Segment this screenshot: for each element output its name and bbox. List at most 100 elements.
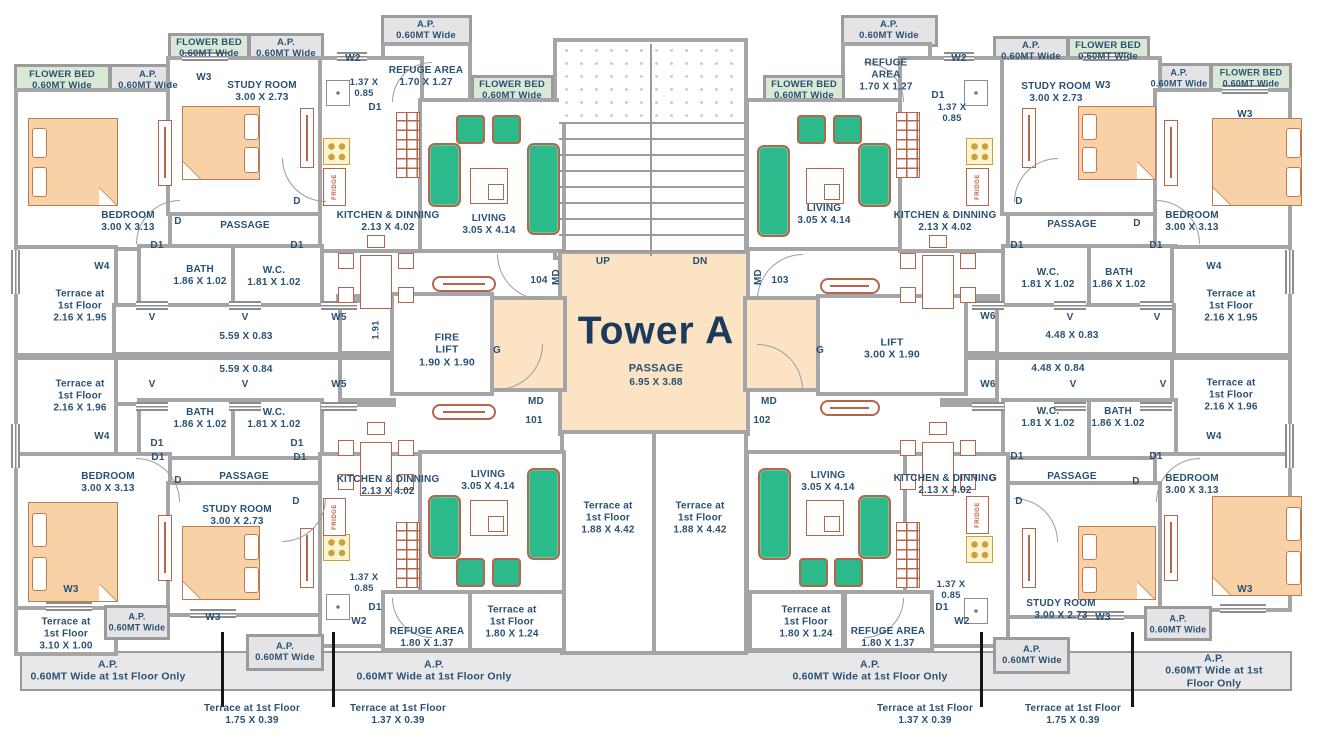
bed bbox=[1078, 526, 1156, 600]
plan-label: A.P. 0.60MT Wide bbox=[255, 640, 315, 663]
dining-chair bbox=[398, 253, 414, 269]
plan-label: FLOWER BED 0.60MT Wide bbox=[1219, 67, 1283, 88]
stair-tread bbox=[559, 170, 744, 172]
plan-label: BATH 1.86 X 1.02 bbox=[173, 407, 227, 430]
plan-label: MD bbox=[551, 269, 563, 285]
stair-tread bbox=[559, 154, 744, 156]
plan-label: G bbox=[493, 345, 501, 357]
plan-label: D1 bbox=[150, 240, 164, 252]
plan-label: BATH 1.86 X 1.02 bbox=[173, 264, 227, 287]
blanket-fold bbox=[99, 583, 117, 601]
plan-label: W4 bbox=[1206, 431, 1222, 443]
winv bbox=[11, 424, 20, 468]
plan-label: Terrace at 1st Floor 1.37 X 0.39 bbox=[349, 703, 447, 726]
ward bbox=[300, 108, 314, 168]
plan-label: BEDROOM 3.00 X 3.13 bbox=[1165, 473, 1219, 496]
plan-label: 1.37 X 0.85 bbox=[937, 101, 967, 124]
plan-label: STUDY ROOM 3.00 X 2.73 bbox=[227, 80, 297, 103]
plan-label: G bbox=[816, 345, 824, 357]
plan-label: W2 bbox=[951, 53, 967, 65]
fridge: FRIDGE bbox=[323, 168, 346, 206]
plan-label: A.P. 0.60MT Wide bbox=[859, 18, 919, 41]
plan-label: W6 bbox=[980, 379, 996, 391]
plan-label: D bbox=[292, 496, 300, 508]
plan-label: V bbox=[1069, 379, 1077, 391]
dining-chair bbox=[900, 287, 916, 303]
plan-label: BATH 1.86 X 1.02 bbox=[1092, 267, 1146, 290]
plan-label: 101 bbox=[525, 415, 543, 427]
chairg bbox=[492, 115, 521, 144]
dining-chair bbox=[367, 422, 385, 435]
dining-chair bbox=[960, 474, 976, 490]
winh bbox=[1078, 611, 1124, 620]
dining-chair bbox=[900, 440, 916, 456]
dining-chair bbox=[929, 422, 947, 435]
bed bbox=[28, 502, 118, 602]
room-shape bbox=[468, 590, 566, 652]
plan-label: W3 bbox=[63, 584, 79, 596]
plan-label: Terrace at 1st Floor 1.75 X 0.39 bbox=[1024, 703, 1122, 726]
winv bbox=[1285, 424, 1294, 468]
chairg bbox=[456, 558, 485, 587]
pillow bbox=[1082, 534, 1097, 561]
plan-label: W4 bbox=[94, 261, 110, 273]
ward bbox=[1022, 528, 1036, 588]
dining-table bbox=[360, 442, 392, 496]
plan-label: BEDROOM 3.00 X 3.13 bbox=[101, 210, 155, 233]
gridcab bbox=[396, 112, 420, 178]
peach-shape bbox=[489, 296, 567, 392]
plan-label: A.P. 0.60MT Wide at 1st Floor Only bbox=[30, 658, 186, 683]
dining-table bbox=[360, 255, 392, 309]
dining-chair bbox=[367, 235, 385, 248]
plan-label: 102 bbox=[753, 415, 771, 427]
gridcab bbox=[896, 112, 920, 178]
plan-label: KITCHEN & DINNING 2.13 X 4.02 bbox=[336, 210, 440, 233]
stair-landing bbox=[559, 44, 744, 122]
plan-label: 4.48 X 0.84 bbox=[1031, 363, 1085, 375]
winh bbox=[972, 301, 1004, 310]
winh bbox=[337, 52, 367, 61]
plan-label: FIRE LIFT 1.90 X 1.90 bbox=[419, 331, 475, 369]
plan-label: REFUGE AREA 1.80 X 1.37 bbox=[850, 626, 926, 649]
ledge-shape bbox=[432, 404, 496, 420]
winh bbox=[972, 402, 1004, 411]
winh bbox=[190, 609, 236, 618]
plan-label: W6 bbox=[980, 311, 996, 323]
plan-label: KITCHEN & DINNING 2.13 X 4.02 bbox=[893, 210, 997, 233]
plan-label: A.P. 0.60MT Wide bbox=[1001, 39, 1061, 62]
pillow bbox=[32, 513, 47, 547]
bed bbox=[28, 118, 118, 206]
room-shape bbox=[14, 606, 118, 656]
plan-label: V bbox=[1159, 379, 1167, 391]
plan-label: D bbox=[293, 196, 301, 208]
plan-label: W.C. 1.81 X 1.02 bbox=[247, 265, 301, 288]
plan-label: W4 bbox=[94, 431, 110, 443]
plan-label: D bbox=[1015, 196, 1023, 208]
stove bbox=[966, 536, 993, 563]
room-shape bbox=[748, 590, 845, 652]
dining-set bbox=[900, 235, 976, 325]
plan-label: LIVING 3.05 X 4.14 bbox=[461, 469, 515, 492]
dining-chair bbox=[398, 474, 414, 490]
winh bbox=[1054, 301, 1086, 310]
plan-label: V bbox=[148, 312, 156, 324]
tick-shape bbox=[332, 632, 335, 707]
plan-label: W2 bbox=[345, 53, 361, 65]
plan-label: G bbox=[989, 473, 997, 485]
plan-label: Terrace at 1st Floor 2.16 X 1.95 bbox=[53, 288, 107, 323]
room-shape bbox=[231, 244, 324, 308]
room-shape bbox=[112, 303, 342, 356]
room-shape bbox=[390, 292, 494, 396]
bed bbox=[182, 526, 260, 600]
plan-label: D bbox=[1015, 496, 1023, 508]
plan-label: D1 bbox=[368, 602, 382, 614]
plan-label: FLOWER BED 0.60MT Wide bbox=[176, 36, 242, 59]
plan-label: W.C. 1.81 X 1.02 bbox=[1021, 267, 1075, 290]
plan-label: W2 bbox=[954, 616, 970, 628]
winh bbox=[46, 602, 92, 611]
plan-label: D1 bbox=[368, 102, 382, 114]
plan-label: A.P. 0.60MT Wide bbox=[1002, 643, 1062, 666]
plan-label: LIVING 3.05 X 4.14 bbox=[462, 213, 516, 236]
dining-chair bbox=[338, 440, 354, 456]
plan-label: Terrace at 1st Floor 3.10 X 1.00 bbox=[39, 616, 93, 651]
